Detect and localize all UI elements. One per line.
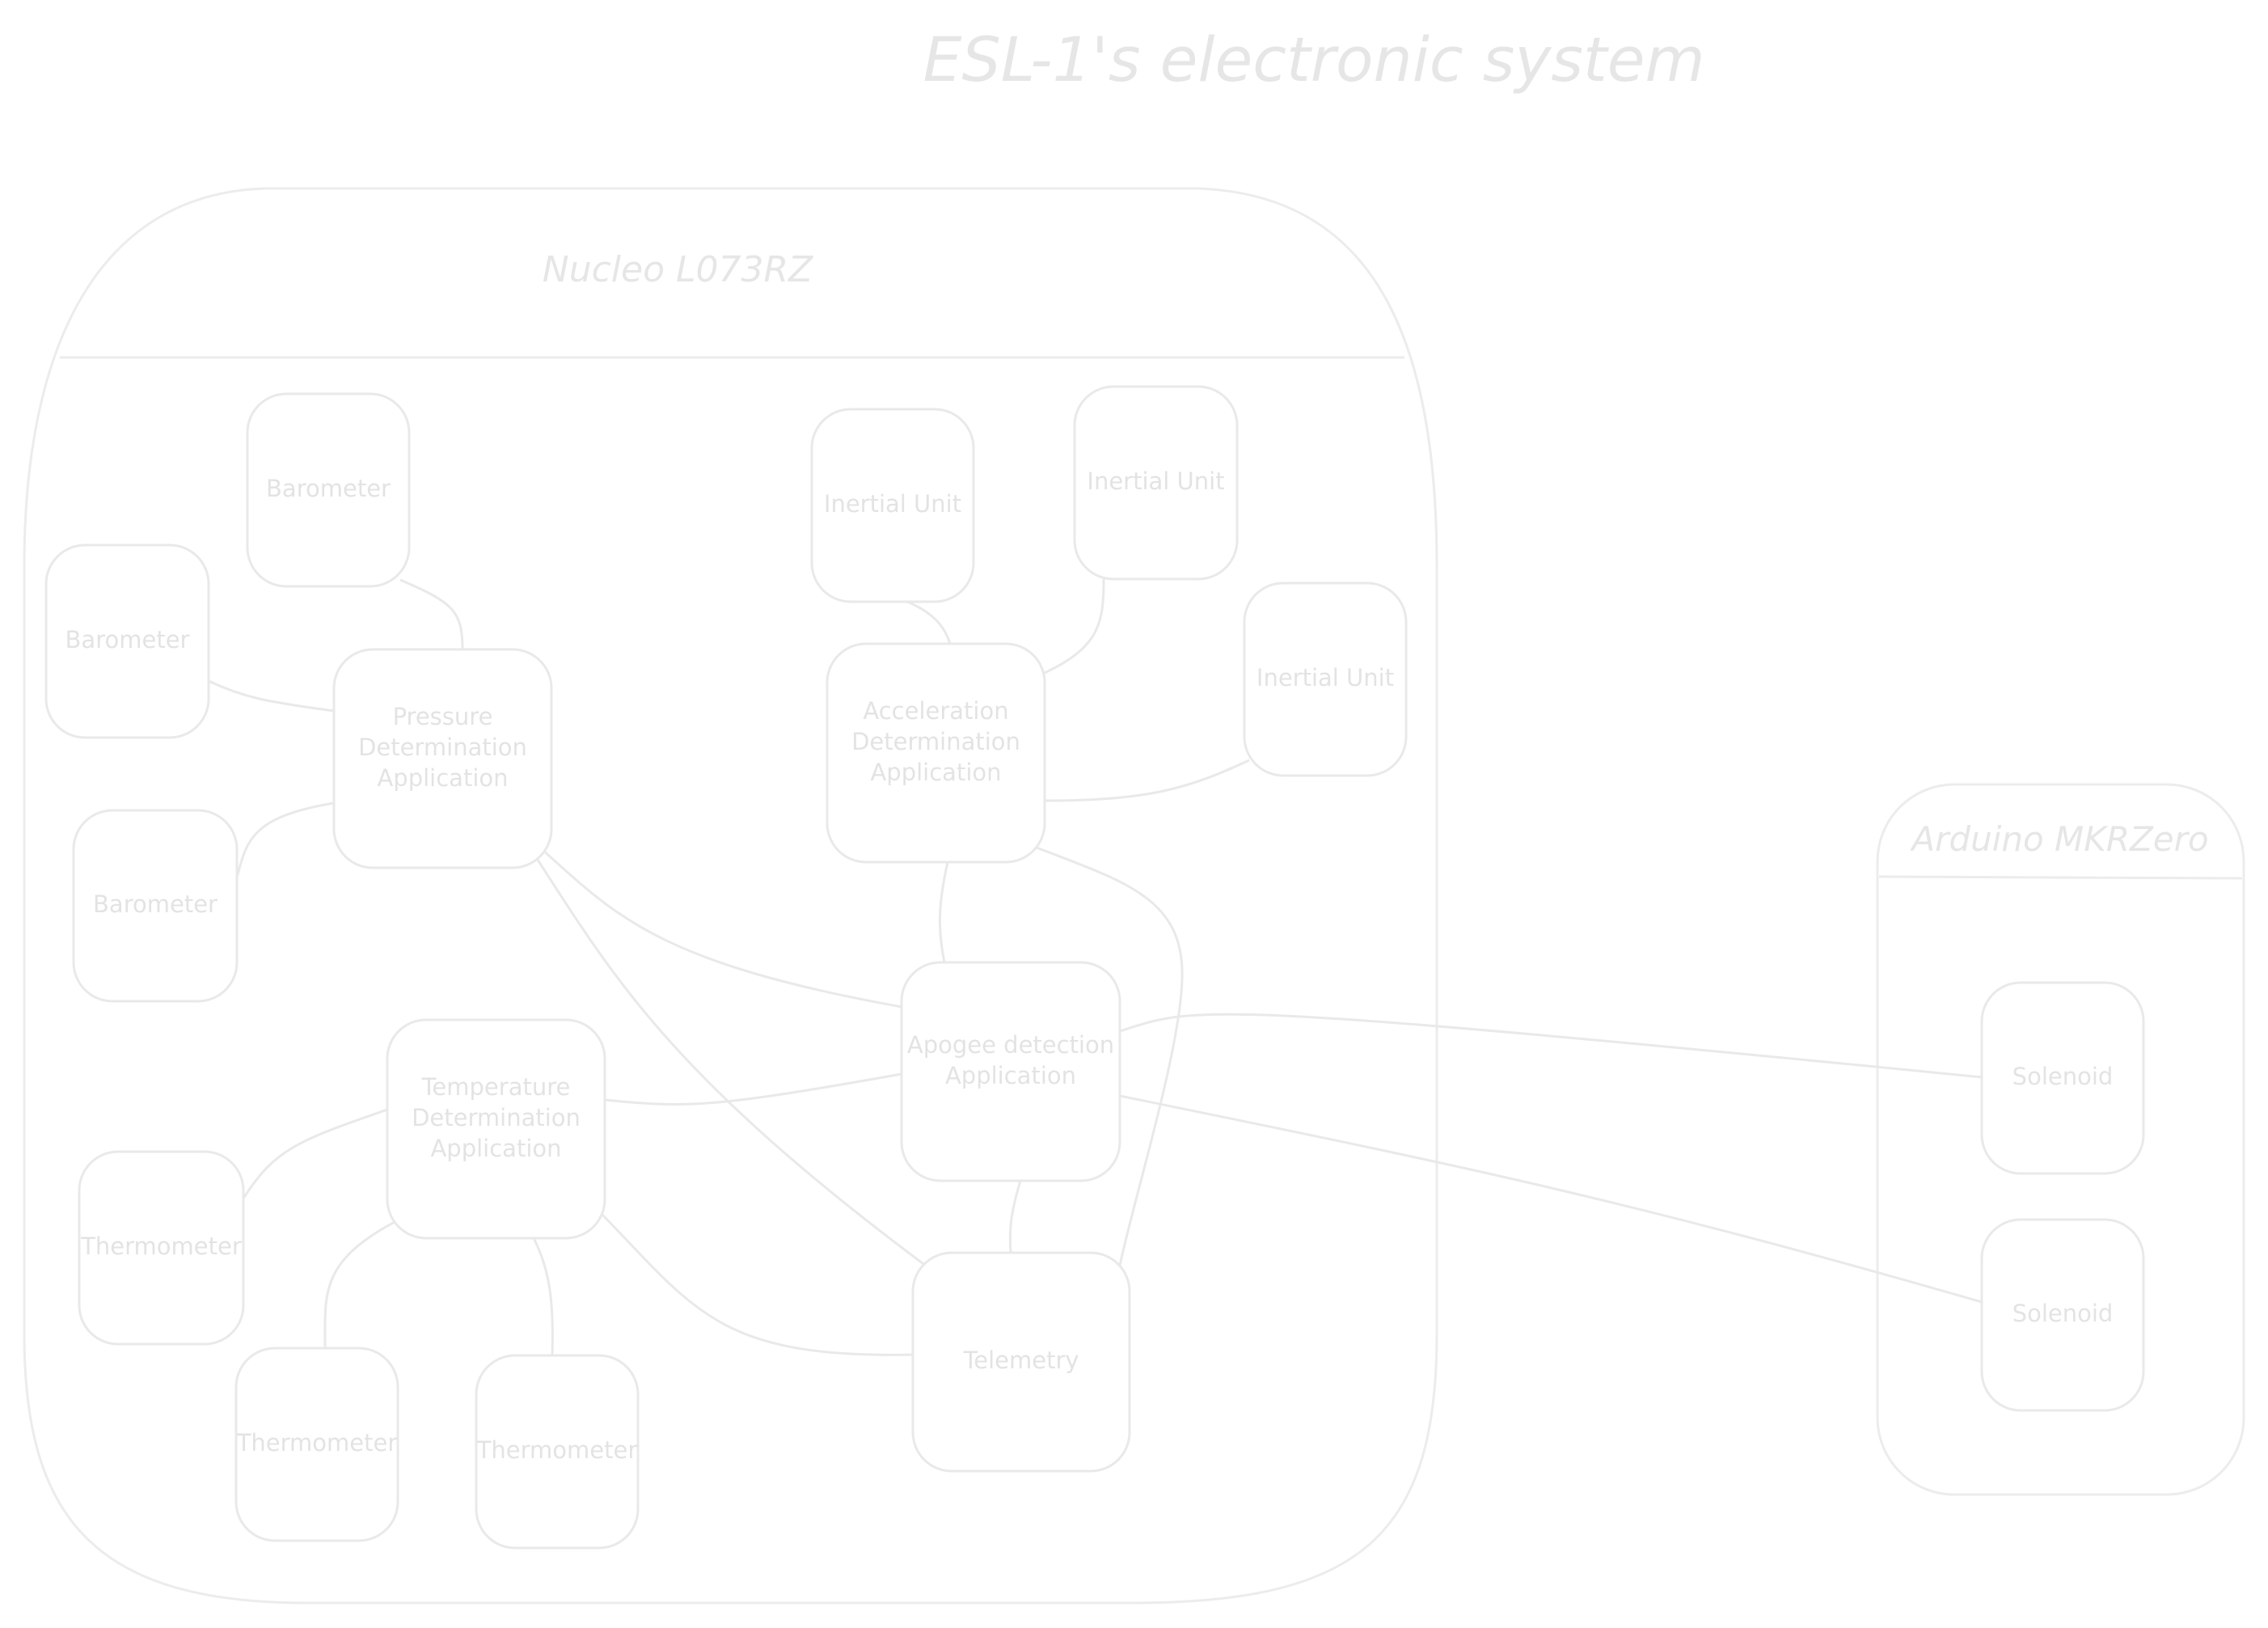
node-label: Telemetry [962,1347,1079,1374]
node-label: Thermometer [80,1233,242,1260]
node-box [332,648,553,869]
node-thermometer-3[interactable]: Thermometer [475,1354,640,1550]
node-box [72,809,239,1003]
node-box [1073,385,1239,581]
node-label: Apogee detection [907,1031,1114,1059]
edge-inertial-1-to-acceleration-app [906,600,952,645]
node-box [246,392,411,588]
edge-barometer-3-to-pressure-app [235,801,335,878]
edge-barometer-2-to-pressure-app [208,679,335,713]
node-label: Determination [851,728,1020,755]
container-arduino-frame [1876,783,2245,1496]
node-box [475,1354,640,1550]
node-label: Application [430,1135,561,1162]
node-box [1243,581,1408,777]
edge-apogee-app-to-solenoid-2 [1119,1094,1983,1304]
node-label: Barometer [93,890,218,918]
node-box [1980,1218,2145,1412]
node-box [44,543,210,739]
node-box [78,1150,245,1346]
nodes-layer: BarometerBarometerBarometerPressureDeter… [44,385,2145,1550]
node-label: Acceleration [863,697,1008,725]
edge-thermometer-1-to-temperature-app [242,1108,388,1199]
container-nucleo[interactable]: Nucleo L073RZ [23,187,1438,1605]
node-box [1980,981,2145,1175]
node-solenoid-1[interactable]: Solenoid [1980,981,2145,1175]
container-arduino[interactable]: Arduino MKRZero [1876,783,2245,1496]
node-thermometer-1[interactable]: Thermometer [78,1150,245,1346]
edge-barometer-1-to-pressure-app [399,578,464,650]
node-box [911,1251,1131,1473]
container-nucleo-frame [23,187,1438,1605]
node-telemetry[interactable]: Telemetry [911,1251,1131,1473]
node-label: Determination [358,734,527,761]
node-solenoid-2[interactable]: Solenoid [1980,1218,2145,1412]
node-box [234,1347,399,1542]
node-box [826,642,1046,864]
edge-inertial-2-to-acceleration-app [1044,578,1105,674]
edge-thermometer-3-to-temperature-app [532,1237,554,1356]
container-nucleo-label: Nucleo L073RZ [543,249,813,290]
node-label: Inertial Unit [824,490,961,518]
node-label: Thermometer [476,1436,638,1464]
node-box [900,961,1121,1182]
edge-acceleration-app-to-telemetry [1036,846,1184,1266]
node-box [386,1018,606,1240]
node-label: Inertial Unit [1256,664,1394,691]
edge-pressure-app-to-telemetry [534,856,927,1267]
edge-temperature-app-to-apogee-app [604,1072,902,1106]
node-inertial-1[interactable]: Inertial Unit [810,408,975,603]
node-barometer-1[interactable]: Barometer [246,392,411,588]
node-label: Application [945,1062,1076,1089]
node-label: Solenoid [2012,1063,2114,1090]
edge-acceleration-app-to-apogee-app [938,861,949,963]
edge-apogee-app-to-solenoid-1 [1119,1013,1983,1079]
diagram-title: ESL-1's electronic system [923,23,1704,95]
container-arduino-label: Arduino MKRZero [1909,819,2208,859]
edge-thermometer-2-to-temperature-app [323,1220,397,1349]
edges-layer [208,578,1983,1356]
node-label: Pressure [393,703,493,730]
node-label: Thermometer [236,1429,398,1457]
node-inertial-2[interactable]: Inertial Unit [1073,385,1239,581]
node-label: Determination [412,1104,581,1131]
node-barometer-2[interactable]: Barometer [44,543,210,739]
container-arduino-divider [1878,875,2243,880]
edge-inertial-3-to-acceleration-app [1044,759,1250,802]
node-label: Solenoid [2012,1300,2114,1327]
edge-pressure-app-to-apogee-app [541,848,902,1009]
node-label: Barometer [65,626,190,653]
edge-apogee-app-to-telemetry [1008,1180,1022,1254]
node-thermometer-2[interactable]: Thermometer [234,1347,399,1542]
node-label: Application [377,764,508,792]
node-label: Inertial Unit [1087,467,1224,495]
node-box [810,408,975,603]
edge-temperature-app-to-telemetry [601,1213,914,1356]
node-label: Barometer [266,475,391,502]
node-label: Application [870,759,1001,786]
node-label: Temperature [421,1073,571,1101]
node-barometer-3[interactable]: Barometer [72,809,239,1003]
node-inertial-3[interactable]: Inertial Unit [1243,581,1408,777]
